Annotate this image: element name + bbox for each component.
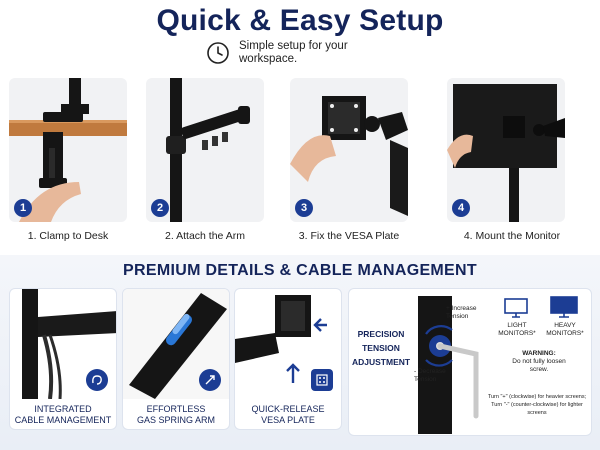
clock-icon <box>207 42 229 64</box>
clamp-illustration <box>9 78 127 222</box>
subtitle: Simple setup for your workspace. <box>239 40 348 65</box>
feature-label-vesa: QUICK-RELEASE VESA PLATE <box>251 404 325 425</box>
details-title: PREMIUM DETAILS & CABLE MANAGEMENT <box>123 262 477 279</box>
tension-screw-illustration <box>418 296 479 434</box>
page-title: Quick & Easy Setup <box>156 4 444 37</box>
step-card-monitor: 4 <box>447 78 565 222</box>
step-number: 3 <box>295 199 313 217</box>
step-card-vesa: 3 <box>290 78 408 222</box>
tension-title: PRECISION TENSION ADJUSTMENT <box>352 329 411 367</box>
decrease-tension-label: - Decrease Tension <box>414 368 446 383</box>
feature-card-vesa <box>234 288 342 430</box>
step-card-arm: 2 <box>146 78 264 222</box>
warning-text: WARNING: Do not fully loosen screw. <box>512 350 566 373</box>
step-label-vesa: 3. Fix the VESA Plate <box>298 230 400 242</box>
gas-spring-icon <box>199 369 221 391</box>
heavy-monitor-label: HEAVY MONITORS* <box>546 322 584 337</box>
cable-icon <box>86 369 108 391</box>
step-card-clamp: 1 <box>9 78 127 222</box>
vesa-icon <box>311 369 333 391</box>
step-label-monitor: 4. Mount the Monitor <box>463 230 561 242</box>
arm-illustration <box>166 78 250 222</box>
step-number: 2 <box>151 199 169 217</box>
light-monitor-icon <box>504 298 528 318</box>
step-label-clamp: 1. Clamp to Desk <box>27 230 109 242</box>
feature-label-gas-spring: EFFORTLESS GAS SPRING ARM <box>136 404 216 425</box>
subtitle-row: Simple setup for your workspace. <box>205 40 359 66</box>
feature-label-cable: INTEGRATED CABLE MANAGEMENT <box>14 404 112 425</box>
step-number: 1 <box>14 199 32 217</box>
light-monitor-label: LIGHT MONITORS* <box>498 322 536 337</box>
heavy-monitor-icon <box>550 296 578 318</box>
quick-release-illustration <box>235 295 327 383</box>
cable-illustration <box>22 289 116 400</box>
monitor-illustration <box>447 84 565 222</box>
step-number: 4 <box>452 199 470 217</box>
feature-card-gas-spring <box>122 288 230 430</box>
step-label-arm: 2. Attach the Arm <box>165 230 245 242</box>
turn-instructions: Turn "+" (clockwise) for heavier screens… <box>487 394 587 416</box>
increase-tension-label: + Increase Tension <box>446 305 477 320</box>
feature-card-cable <box>9 288 117 430</box>
vesa-illustration <box>290 96 408 216</box>
